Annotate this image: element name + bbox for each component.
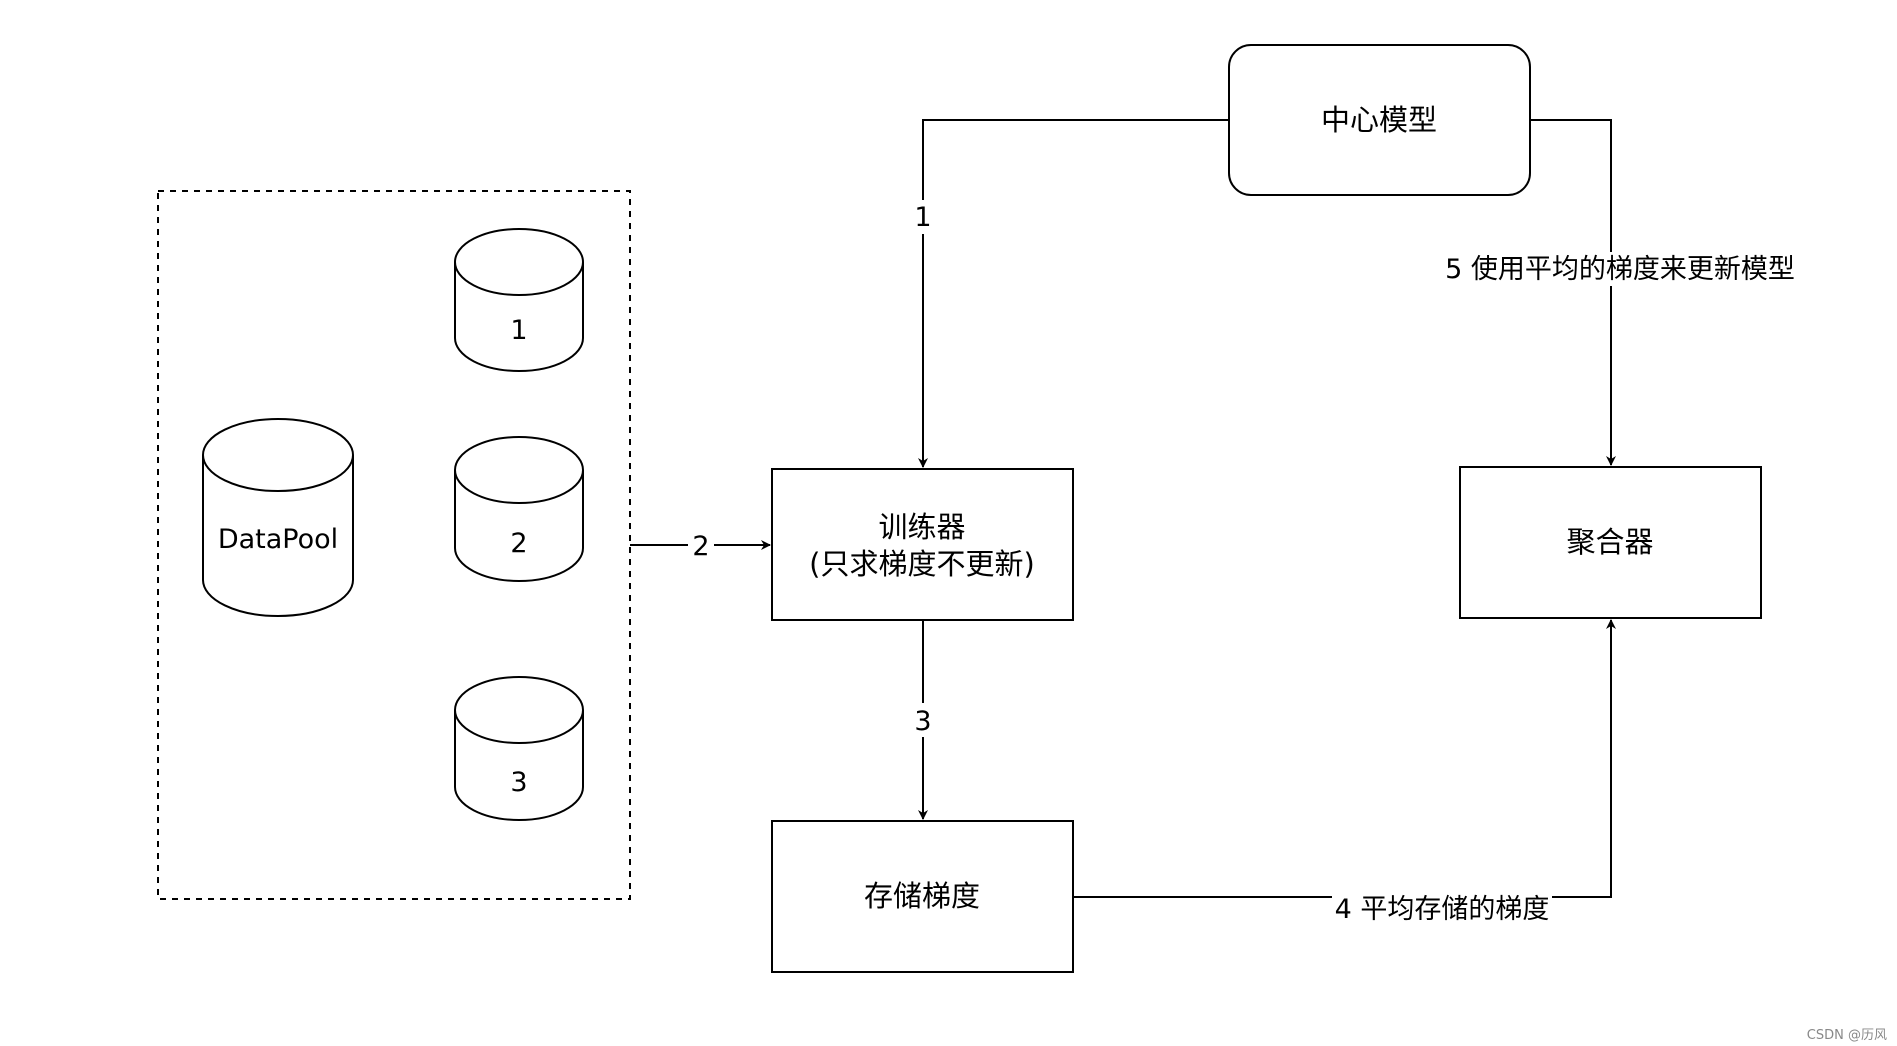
store-gradient-node: 存储梯度: [771, 820, 1074, 973]
aggregator-label: 聚合器: [1566, 525, 1653, 559]
shard-label-1: 1: [510, 315, 527, 346]
edge-1-label: 1: [914, 202, 931, 233]
edge-5-center-to-aggregator: [1530, 119, 1616, 466]
trainer-label-line1: 训练器: [878, 510, 965, 544]
shard-cylinder-3: 3: [454, 676, 584, 821]
store-gradient-label: 存储梯度: [864, 879, 980, 913]
shard-label-3: 3: [510, 767, 527, 798]
edge-4-store-to-aggregator: [1073, 619, 1616, 898]
edge-5-label: 5 使用平均的梯度来更新模型: [1445, 254, 1795, 285]
edge-3-label: 3: [914, 706, 931, 737]
center-model-node: 中心模型: [1228, 44, 1531, 196]
shard-cylinder-2: 2: [454, 436, 584, 582]
aggregator-node: 聚合器: [1459, 466, 1762, 619]
trainer-node: 训练器 (只求梯度不更新): [771, 468, 1074, 621]
edge-2-label: 2: [692, 531, 709, 562]
shard-cylinder-1: 1: [454, 228, 584, 372]
center-model-label: 中心模型: [1321, 103, 1437, 137]
trainer-label-line2: (只求梯度不更新): [809, 547, 1035, 581]
datapool-cylinder: DataPool: [202, 418, 354, 617]
datapool-label: DataPool: [218, 524, 338, 555]
watermark-text: CSDN @历风: [1807, 1028, 1887, 1043]
datapool-group-frame: [157, 190, 631, 900]
shard-label-2: 2: [510, 528, 527, 559]
edge-4-label: 4 平均存储的梯度: [1335, 894, 1550, 925]
edge-1-center-to-trainer: [918, 119, 1229, 468]
